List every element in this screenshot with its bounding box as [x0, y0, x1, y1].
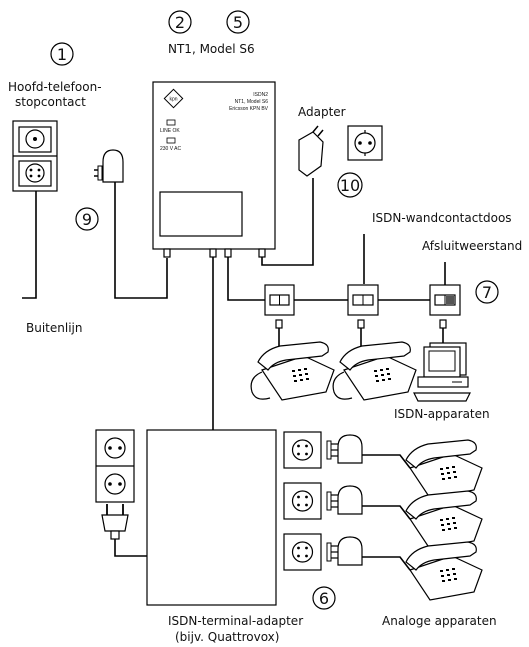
device-model-line3: Ericsson KPN BV — [229, 106, 269, 112]
analog-socket-3 — [283, 533, 322, 571]
main-socket-label-line1: Hoofd-telefoon- — [8, 80, 102, 94]
adapter-wire — [261, 178, 314, 266]
number-10: 10 — [337, 172, 363, 198]
analog-socket-2 — [283, 482, 322, 520]
isdn-wall-socket-2 — [347, 284, 379, 329]
number-7: 7 — [475, 280, 499, 304]
svg-text:2: 2 — [175, 13, 185, 32]
outside-line-label: Buitenlijn — [26, 321, 82, 335]
isdn-phone-1 — [250, 341, 335, 401]
analog-phone-2 — [405, 490, 483, 550]
analog-devices-label: Analoge apparaten — [382, 614, 497, 628]
isdn-devices-label: ISDN-apparaten — [394, 407, 490, 421]
isdn-bus-wire — [227, 257, 265, 301]
terminal-adapter-box — [146, 429, 277, 606]
terminal-adapter-label-line2: (bijv. Quattrovox) — [175, 630, 279, 644]
main-telephone-socket — [12, 120, 58, 192]
number-9: 9 — [75, 207, 99, 231]
model-title: NT1, Model S6 — [168, 42, 255, 56]
isdn-phone-2 — [332, 341, 417, 401]
isdn-wall-socket-1 — [264, 284, 295, 329]
wall-power-socket — [347, 125, 383, 161]
svg-text:7: 7 — [482, 283, 492, 302]
svg-text:10: 10 — [340, 176, 360, 195]
svg-text:9: 9 — [82, 210, 92, 229]
terminator-label: Afsluitweerstand — [422, 239, 522, 253]
svg-text:kpn: kpn — [169, 97, 177, 103]
led-230v-label: 230 V AC — [160, 146, 182, 152]
kpn-logo: kpn — [163, 88, 184, 109]
isdn-wall-socket-3 — [429, 284, 461, 329]
power-plug — [101, 504, 129, 540]
nt1-ports — [163, 248, 266, 258]
adapter-label: Adapter — [298, 105, 346, 119]
analog-cord-2 — [362, 505, 411, 520]
led-230v — [166, 137, 176, 144]
analog-cord-1 — [362, 454, 411, 469]
number-6: 6 — [312, 586, 336, 610]
power-cord — [114, 539, 147, 557]
nt1-device: kpn ISDN2 NT1, Model S6 Ericsson KPN BV … — [152, 81, 276, 250]
device-model-line2: NT1, Model S6 — [235, 99, 269, 105]
analog-plug-3 — [326, 536, 363, 566]
analog-phone-1 — [405, 439, 483, 499]
svg-text:1: 1 — [57, 45, 67, 64]
plug-to-nt1-wire — [114, 182, 168, 299]
power-socket-pair — [95, 429, 135, 503]
number-5: 5 — [226, 10, 250, 34]
power-adapter — [298, 125, 324, 177]
led-line-ok-label: LINE OK — [160, 128, 180, 134]
number-2: 2 — [168, 10, 192, 34]
number-1: 1 — [50, 42, 74, 66]
analog-plug-1 — [326, 434, 363, 464]
telephone-plug — [94, 149, 124, 183]
svg-text:5: 5 — [233, 13, 243, 32]
led-line-ok — [166, 119, 176, 126]
main-socket-label-line2: stopcontact — [15, 95, 86, 109]
analog-cord-3 — [362, 556, 411, 571]
outside-line-wire — [22, 191, 37, 299]
terminal-adapter-label-line1: ISDN-terminal-adapter — [168, 614, 303, 628]
device-model-line1: ISDN2 — [253, 92, 268, 98]
analog-phone-3 — [405, 541, 483, 601]
isdn-computer — [413, 342, 471, 402]
svg-text:6: 6 — [319, 589, 329, 608]
analog-plug-2 — [326, 485, 363, 515]
isdn-socket-label: ISDN-wandcontactdoos — [372, 211, 512, 225]
analog-socket-1 — [283, 431, 322, 469]
